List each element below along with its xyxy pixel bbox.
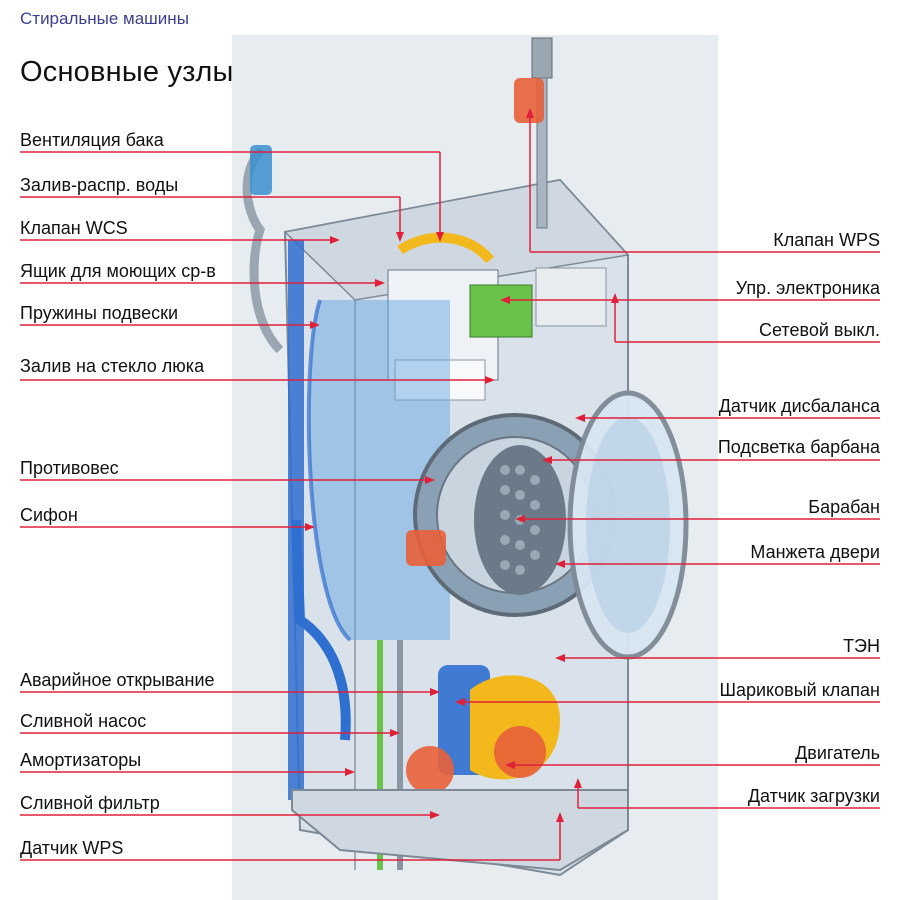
label-wcs-valve: Клапан WCS: [20, 218, 128, 238]
label-detergent-drawer: Ящик для моющих ср-в: [20, 261, 216, 281]
category-heading: Стиральные машины: [20, 9, 189, 28]
label-ball-valve: Шариковый клапан: [719, 680, 880, 700]
label-door-glass-fill: Залив на стекло люка: [20, 356, 205, 376]
siphon-pipe: [291, 519, 351, 741]
label-drain-pump: Сливной насос: [20, 711, 147, 731]
electronics-housing: [535, 267, 607, 327]
drum-holes: [500, 465, 540, 575]
label-drain-filter: Сливной фильтр: [20, 793, 160, 813]
label-counterweight: Противовес: [20, 458, 119, 478]
motor-pulley: [494, 726, 546, 778]
hose: [242, 146, 284, 354]
control-board: [469, 284, 533, 338]
label-load-sensor: Датчик загрузки: [747, 786, 880, 806]
arrowheads: [305, 108, 619, 822]
label-heater: ТЭН: [843, 636, 880, 656]
label-wps-valve: Клапан WPS: [773, 230, 880, 250]
label-drum: Барабан: [808, 497, 880, 517]
label-control-electronics: Упр. электроника: [735, 278, 880, 298]
label-shock-absorbers: Амортизаторы: [20, 750, 142, 770]
label-tank-vent: Вентиляция бака: [20, 130, 164, 150]
vent-fitting: [250, 145, 272, 195]
counterweight-part: [406, 530, 446, 566]
label-drum-light: Подсветка барбана: [717, 437, 880, 457]
inlet-pipe: [514, 37, 553, 229]
label-emergency-opening: Аварийное открывание: [20, 670, 215, 690]
label-imbalance-sensor: Датчик дисбаланса: [718, 396, 880, 416]
label-wps-sensor: Датчик WPS: [20, 838, 124, 858]
label-mains-switch: Сетевой выкл.: [759, 320, 880, 340]
label-door-seal: Манжета двери: [750, 542, 880, 562]
drain-filter-shape: [406, 746, 454, 794]
page-title: Основные узлы: [20, 56, 234, 88]
label-motor: Двигатель: [795, 743, 880, 763]
label-suspension-springs: Пружины подвески: [20, 303, 179, 323]
label-water-fill-dist: Залив-распр. воды: [20, 175, 179, 195]
label-siphon: Сифон: [20, 505, 78, 525]
fill-hose: [397, 232, 494, 264]
base-frame: [291, 789, 629, 872]
